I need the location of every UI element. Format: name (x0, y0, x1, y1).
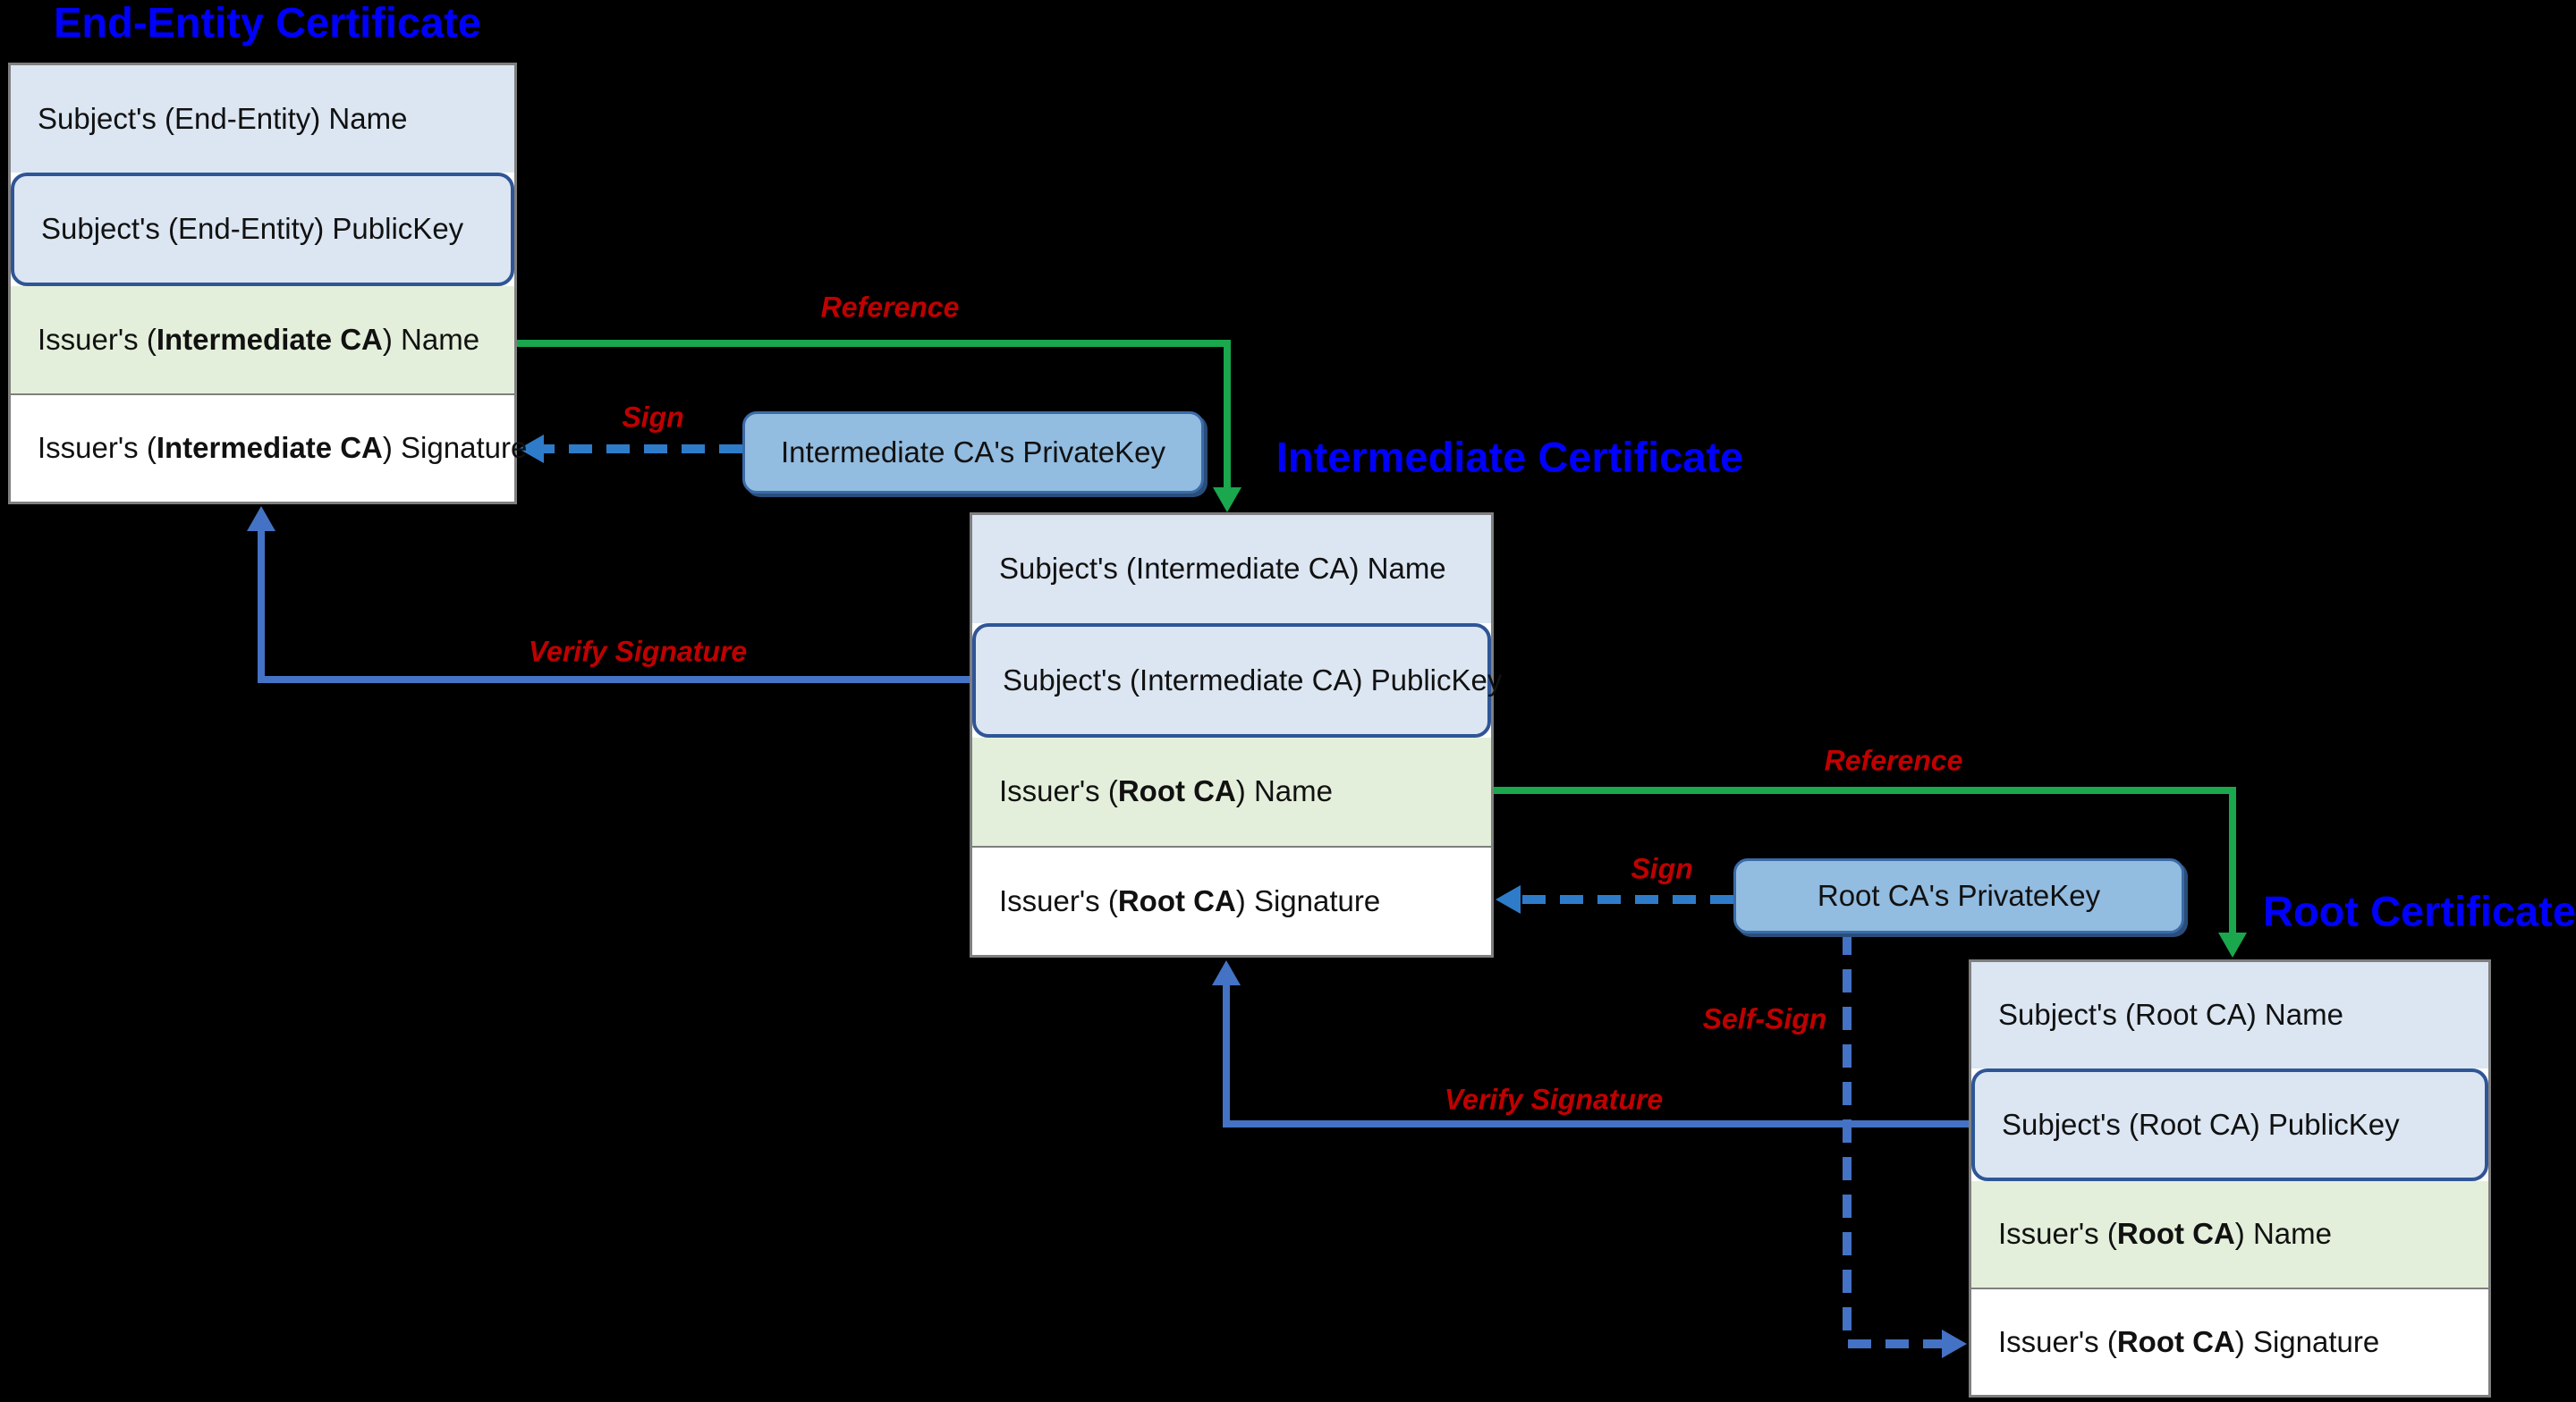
row-text: ) Signature (1235, 883, 1381, 917)
row-text: Subject's (End-Entity) PublicKey (41, 212, 464, 246)
end-entity-certificate-box: Subject's (End-Entity) Name Subject's (E… (8, 63, 527, 504)
row-text: ) Name (2234, 1217, 2332, 1251)
row-text: ) Name (1235, 774, 1333, 808)
reference-label-2: Reference (1824, 744, 1963, 777)
row-text: Issuer's ( (1998, 1324, 2117, 1358)
row-text: Subject's (Root CA) Name (1998, 998, 2343, 1032)
intermediate-subject-name-row: Subject's (Intermediate CA) Name (972, 515, 1491, 623)
row-text-bold: Root CA (2116, 1217, 2235, 1251)
end-entity-subject-publickey-row: Subject's (End-Entity) PublicKey (11, 172, 514, 286)
intermediate-issuer-name-row: Issuer's (Root CA) Name (972, 738, 1491, 846)
row-text-bold: Root CA (1117, 883, 1236, 917)
row-text: Subject's (End-Entity) Name (38, 101, 408, 135)
intermediate-certificate-title: Intermediate Certificate (1275, 433, 1744, 481)
privatekey-label: Root CA's PrivateKey (1817, 879, 2101, 912)
verify-signature-label-2: Verify Signature (1444, 1083, 1664, 1116)
intermediate-subject-publickey-row: Subject's (Intermediate CA) PublicKey (972, 622, 1502, 738)
row-text: Subject's (Root CA) PublicKey (2002, 1107, 2400, 1141)
end-entity-issuer-signature-row: Issuer's (Intermediate CA) Signature (11, 393, 527, 502)
row-text-bold: Intermediate CA (156, 322, 383, 356)
sign-label-1: Sign (622, 401, 684, 434)
row-text: Subject's (Intermediate CA) Name (999, 552, 1446, 586)
row-text-bold: Root CA (2116, 1324, 2235, 1358)
root-certificate-box: Subject's (Root CA) Name Subject's (Root… (1969, 959, 2491, 1398)
self-sign-arrow (1843, 932, 1942, 1348)
reference-arrowhead-1 (1213, 487, 1241, 512)
sign-arrowhead-1 (519, 435, 544, 463)
row-text: Issuer's ( (1998, 1217, 2117, 1251)
intermediate-issuer-signature-row: Issuer's (Root CA) Signature (972, 845, 1491, 955)
end-entity-subject-name-row: Subject's (End-Entity) Name (11, 65, 514, 173)
sign-label-2: Sign (1631, 852, 1693, 885)
verify-signature-label-1: Verify Signature (528, 635, 748, 668)
row-text: ) Signature (382, 431, 528, 465)
verify-signature-arrowhead-2 (1212, 960, 1241, 985)
root-certificate-title: Root Certificate (2263, 887, 2576, 935)
row-text-bold: Intermediate CA (156, 431, 383, 465)
end-entity-issuer-name-row: Issuer's (Intermediate CA) Name (11, 286, 514, 393)
root-issuer-name-row: Issuer's (Root CA) Name (1971, 1181, 2488, 1288)
sign-arrowhead-2 (1496, 885, 1521, 914)
intermediate-certificate-box: Subject's (Intermediate CA) Name Subject… (970, 512, 1502, 958)
root-subject-publickey-row: Subject's (Root CA) PublicKey (1971, 1068, 2488, 1181)
row-text: Issuer's ( (38, 322, 157, 356)
reference-label-1: Reference (820, 291, 960, 324)
reference-arrow-2 (1494, 787, 2236, 934)
reference-arrow-1 (517, 340, 1231, 491)
verify-signature-arrow-1 (258, 531, 970, 683)
row-text: Issuer's ( (999, 774, 1118, 808)
privatekey-label: Intermediate CA's PrivateKey (781, 435, 1165, 469)
reference-arrowhead-2 (2218, 933, 2247, 958)
row-text-bold: Root CA (1117, 774, 1236, 808)
verify-signature-arrow-2 (1223, 985, 1969, 1128)
row-text: ) Signature (2234, 1324, 2380, 1358)
root-issuer-signature-row: Issuer's (Root CA) Signature (1971, 1287, 2488, 1395)
row-text: Issuer's ( (38, 431, 157, 465)
self-sign-label: Self-Sign (1702, 1002, 1827, 1035)
root-subject-name-row: Subject's (Root CA) Name (1971, 962, 2488, 1068)
root-ca-privatekey-box: Root CA's PrivateKey (1733, 858, 2184, 933)
row-text: Subject's (Intermediate CA) PublicKey (1003, 663, 1503, 697)
end-entity-certificate-title: End-Entity Certificate (54, 0, 481, 46)
row-text: ) Name (382, 322, 480, 356)
verify-signature-arrowhead-1 (247, 506, 275, 531)
intermediate-ca-privatekey-box: Intermediate CA's PrivateKey (742, 411, 1204, 494)
self-sign-arrowhead (1942, 1330, 1967, 1358)
row-text: Issuer's ( (999, 883, 1118, 917)
